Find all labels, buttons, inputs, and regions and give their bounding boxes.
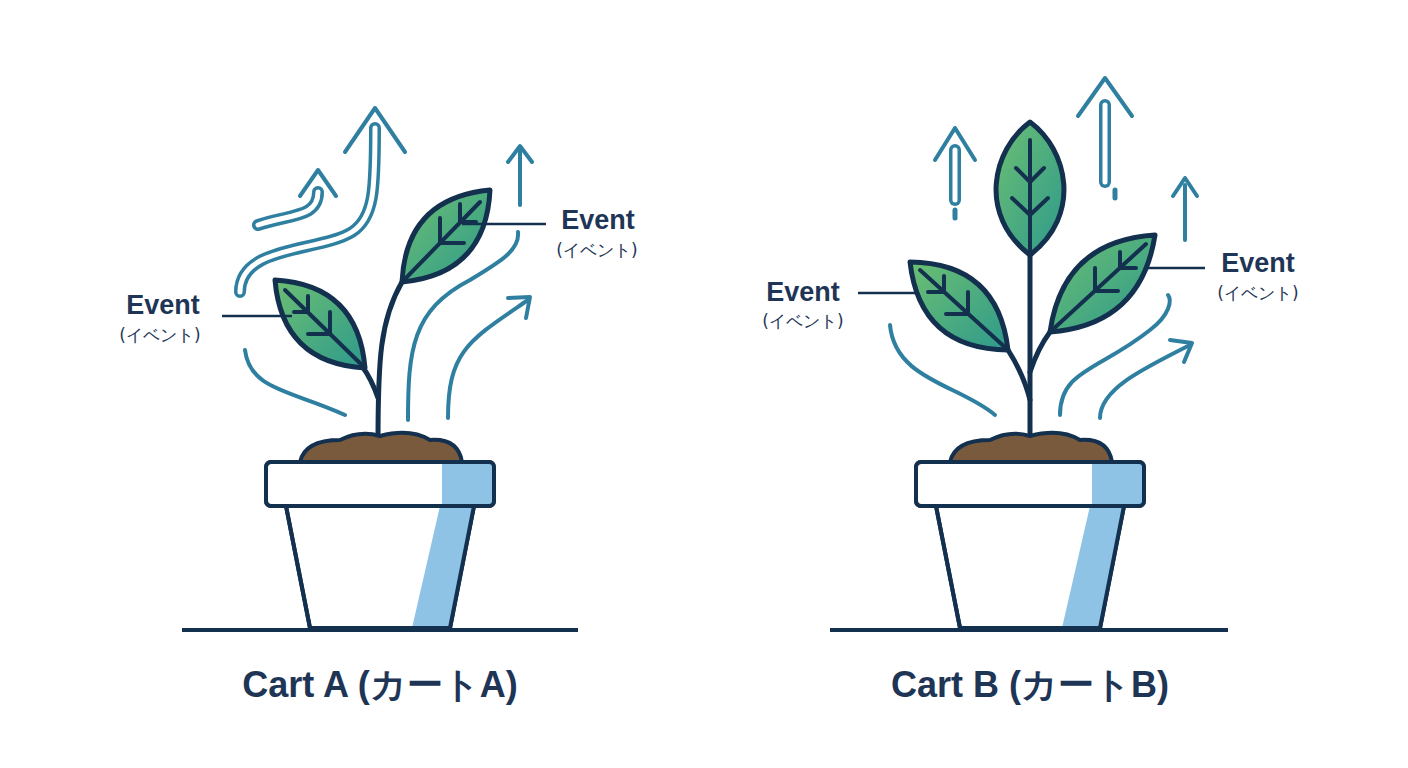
event-label: Event: [1221, 248, 1295, 279]
plant-b: [910, 122, 1155, 442]
event-label-ja: (イベント): [1217, 284, 1298, 304]
event-label: Event: [126, 290, 200, 321]
event-label: Event: [766, 277, 840, 308]
pot-b: [830, 433, 1228, 630]
event-label-ja: (イベント): [762, 312, 843, 332]
growth-arrows: [890, 78, 1197, 418]
event-label-ja: (イベント): [556, 241, 637, 261]
cart-caption: Cart A (カートA): [242, 664, 517, 705]
pot-a: [182, 433, 578, 630]
event-label-ja: (イベント): [119, 326, 200, 346]
growth-arrows: [240, 108, 532, 420]
cart-caption: Cart B (カートB): [891, 664, 1169, 705]
plant-a: [275, 190, 490, 442]
event-label: Event: [561, 205, 635, 236]
